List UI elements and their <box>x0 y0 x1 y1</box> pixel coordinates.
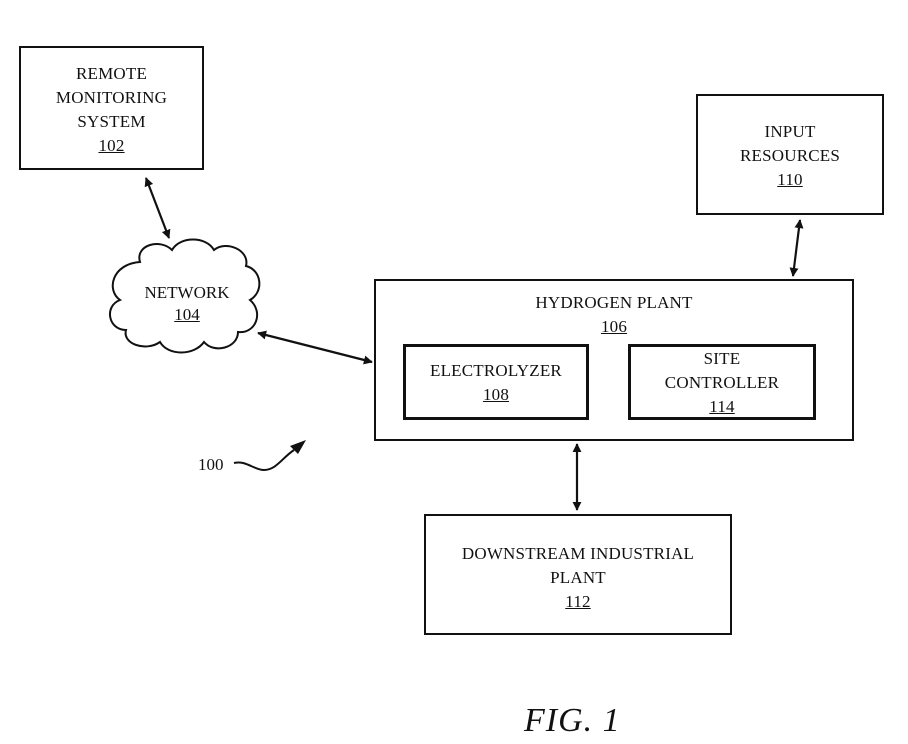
site-controller-box: SITE CONTROLLER 114 <box>628 344 816 420</box>
network-label: NETWORK 104 <box>120 282 254 326</box>
downstream-plant-line-2: PLANT <box>426 566 730 590</box>
arrow-remote-network <box>146 178 169 238</box>
figure-caption: FIG. 1 <box>524 702 621 740</box>
hydrogen-plant-label: HYDROGEN PLANT <box>376 291 852 315</box>
remote-monitoring-line-1: REMOTE <box>21 62 202 86</box>
remote-monitoring-ref: 102 <box>21 134 202 158</box>
electrolyzer-box: ELECTROLYZER 108 <box>403 344 589 420</box>
system-ref-label: 100 <box>198 455 224 475</box>
system-ref-squiggle <box>234 450 294 470</box>
arrow-input-hydrogen <box>793 220 800 276</box>
downstream-plant-line-1: DOWNSTREAM INDUSTRIAL <box>426 542 730 566</box>
network-name: NETWORK <box>145 283 230 302</box>
remote-monitoring-line-3: SYSTEM <box>21 110 202 134</box>
electrolyzer-label: ELECTROLYZER <box>406 359 586 383</box>
input-resources-box: INPUT RESOURCES 110 <box>696 94 884 215</box>
downstream-plant-ref: 112 <box>426 590 730 614</box>
arrow-network-hydrogen <box>258 333 372 362</box>
site-controller-line-1: SITE <box>631 347 813 371</box>
site-controller-ref: 114 <box>631 395 813 419</box>
downstream-plant-box: DOWNSTREAM INDUSTRIAL PLANT 112 <box>424 514 732 635</box>
network-ref: 104 <box>120 304 254 326</box>
input-resources-ref: 110 <box>698 168 882 192</box>
electrolyzer-ref: 108 <box>406 383 586 407</box>
remote-monitoring-line-2: MONITORING <box>21 86 202 110</box>
input-resources-line-2: RESOURCES <box>698 144 882 168</box>
hydrogen-plant-ref: 106 <box>376 315 852 339</box>
input-resources-line-1: INPUT <box>698 120 882 144</box>
remote-monitoring-system-box: REMOTE MONITORING SYSTEM 102 <box>19 46 204 170</box>
site-controller-line-2: CONTROLLER <box>631 371 813 395</box>
